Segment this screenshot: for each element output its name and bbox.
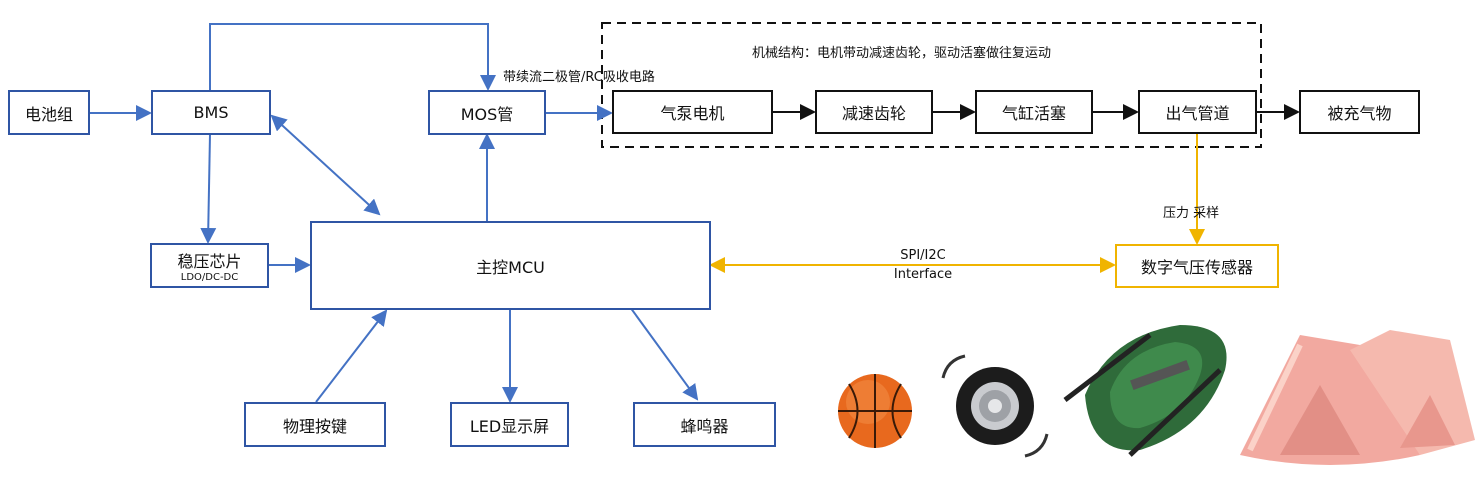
bms-block: BMS — [151, 90, 271, 135]
mos-note: 带续流二极管/RC吸收电路 — [503, 70, 655, 85]
inflatable-boat-image — [1063, 325, 1227, 457]
arrow-bms-mos — [209, 23, 496, 91]
bus-sublabel: Interface — [893, 267, 953, 282]
buttons-label: 物理按键 — [282, 416, 347, 436]
target-block: 被充气物 — [1299, 90, 1420, 134]
regulator-sublabel: LDO/DC-DC — [180, 272, 239, 283]
mcu-block: 主控MCU — [310, 221, 711, 310]
buzzer-label: 蜂鸣器 — [680, 416, 729, 436]
mcu-label: 主控MCU — [476, 257, 545, 277]
arrow-bms-mcu — [270, 114, 381, 216]
battery-pack-label: 电池组 — [24, 104, 73, 124]
piston-block: 气缸活塞 — [975, 90, 1093, 134]
buttons-block: 物理按键 — [244, 402, 386, 447]
mos-label: MOS管 — [460, 104, 514, 124]
gear-label: 减速齿轮 — [841, 104, 906, 123]
mechanical-group-frame — [601, 22, 1262, 148]
outlet-label: 出气管道 — [1165, 104, 1230, 123]
outlet-block: 出气管道 — [1138, 90, 1257, 134]
led-label: LED显示屏 — [469, 416, 550, 436]
led-block: LED显示屏 — [450, 402, 569, 447]
arrow-mcu-buzzer — [629, 306, 699, 401]
pressure-sampling-label: 压力 采样 — [1163, 206, 1220, 221]
inflatable-tent-image — [1240, 330, 1475, 465]
basketball-image — [838, 374, 912, 448]
mechanical-note: 机械结构：电机带动减速齿轮，驱动活塞做往复运动 — [752, 46, 1052, 61]
piston-label: 气缸活塞 — [1001, 104, 1066, 123]
bus-label: SPI/I2C — [900, 248, 946, 263]
arrow-buttons-mcu — [315, 309, 388, 403]
tire-image — [941, 354, 1049, 458]
target-label: 被充气物 — [1327, 104, 1392, 123]
pressure-sensor-block: 数字气压传感器 — [1115, 244, 1279, 288]
regulator-label: 稳压芯片 — [177, 252, 242, 271]
bms-label: BMS — [193, 103, 229, 122]
mos-block: MOS管 — [428, 90, 546, 135]
pump-motor-block: 气泵电机 — [612, 90, 773, 134]
buzzer-block: 蜂鸣器 — [633, 402, 776, 447]
pump-motor-label: 气泵电机 — [660, 104, 725, 123]
pressure-sensor-label: 数字气压传感器 — [1140, 258, 1253, 277]
gear-block: 减速齿轮 — [815, 90, 933, 134]
battery-pack-block: 电池组 — [8, 90, 90, 135]
arrow-bms-regulator — [200, 133, 217, 244]
